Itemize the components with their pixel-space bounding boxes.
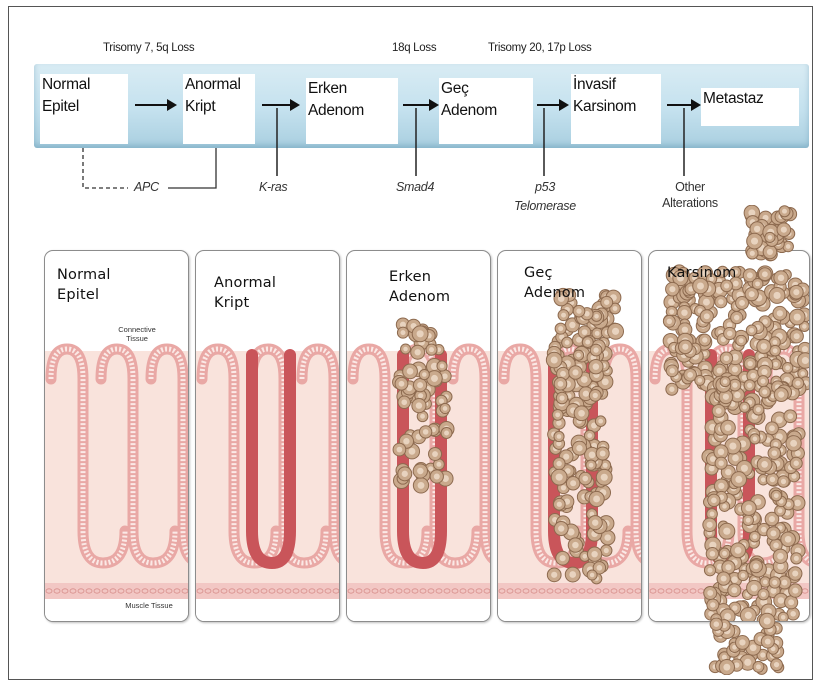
metastasis-cells-top bbox=[744, 205, 797, 261]
panel-title-line1: Erken bbox=[389, 267, 450, 287]
panel-gec-adenom: Geç Adenom bbox=[497, 250, 642, 622]
panel-title-line1: Geç bbox=[524, 263, 585, 283]
metastasis-cells-bottom bbox=[709, 613, 783, 675]
panel-title: Anormal Kript bbox=[214, 273, 276, 313]
gene-telomerase: Telomerase bbox=[505, 199, 585, 213]
gene-other-line1: Other bbox=[650, 180, 730, 194]
panel-anormal-kript: Anormal Kript bbox=[195, 250, 340, 622]
panel-title-line2: Adenom bbox=[389, 287, 450, 307]
muscle-tissue-band bbox=[347, 583, 490, 621]
panel-title-line2: Epitel bbox=[57, 285, 111, 305]
panel-title-line1: Anormal bbox=[214, 273, 276, 293]
panel-title: Erken Adenom bbox=[389, 267, 450, 307]
connective-line2: Tissue bbox=[111, 334, 163, 343]
gene-p53-telomerase: p53 Telomerase bbox=[505, 180, 585, 213]
gene-smad4: Smad4 bbox=[396, 180, 434, 194]
panel-title-line1: Karsinom bbox=[667, 263, 736, 283]
tissue-illustration bbox=[498, 251, 641, 621]
panel-normal-epitel: Normal Epitel Connective Tissue Muscle T… bbox=[44, 250, 189, 622]
panel-title-line1: Normal bbox=[57, 265, 111, 285]
connective-tissue-note: Connective Tissue bbox=[111, 325, 163, 343]
panel-title: Karsinom bbox=[667, 263, 736, 283]
connective-line1: Connective bbox=[111, 325, 163, 334]
tissue-illustration bbox=[45, 251, 188, 621]
panel-title: Geç Adenom bbox=[524, 263, 585, 303]
lamina-propria bbox=[45, 351, 188, 583]
panel-title: Normal Epitel bbox=[57, 265, 111, 305]
gene-p53: p53 bbox=[505, 180, 585, 194]
muscle-tissue-band bbox=[196, 583, 339, 621]
gene-kras: K-ras bbox=[259, 180, 287, 194]
muscle-tissue-band bbox=[498, 583, 641, 621]
panel-title-line2: Kript bbox=[214, 293, 276, 313]
panel-title-line2: Adenom bbox=[524, 283, 585, 303]
panel-erken-adenom: Erken Adenom bbox=[346, 250, 491, 622]
muscle-tissue-note: Muscle Tissue bbox=[117, 601, 181, 610]
gene-apc: APC bbox=[134, 180, 159, 194]
lamina-propria bbox=[196, 351, 339, 583]
